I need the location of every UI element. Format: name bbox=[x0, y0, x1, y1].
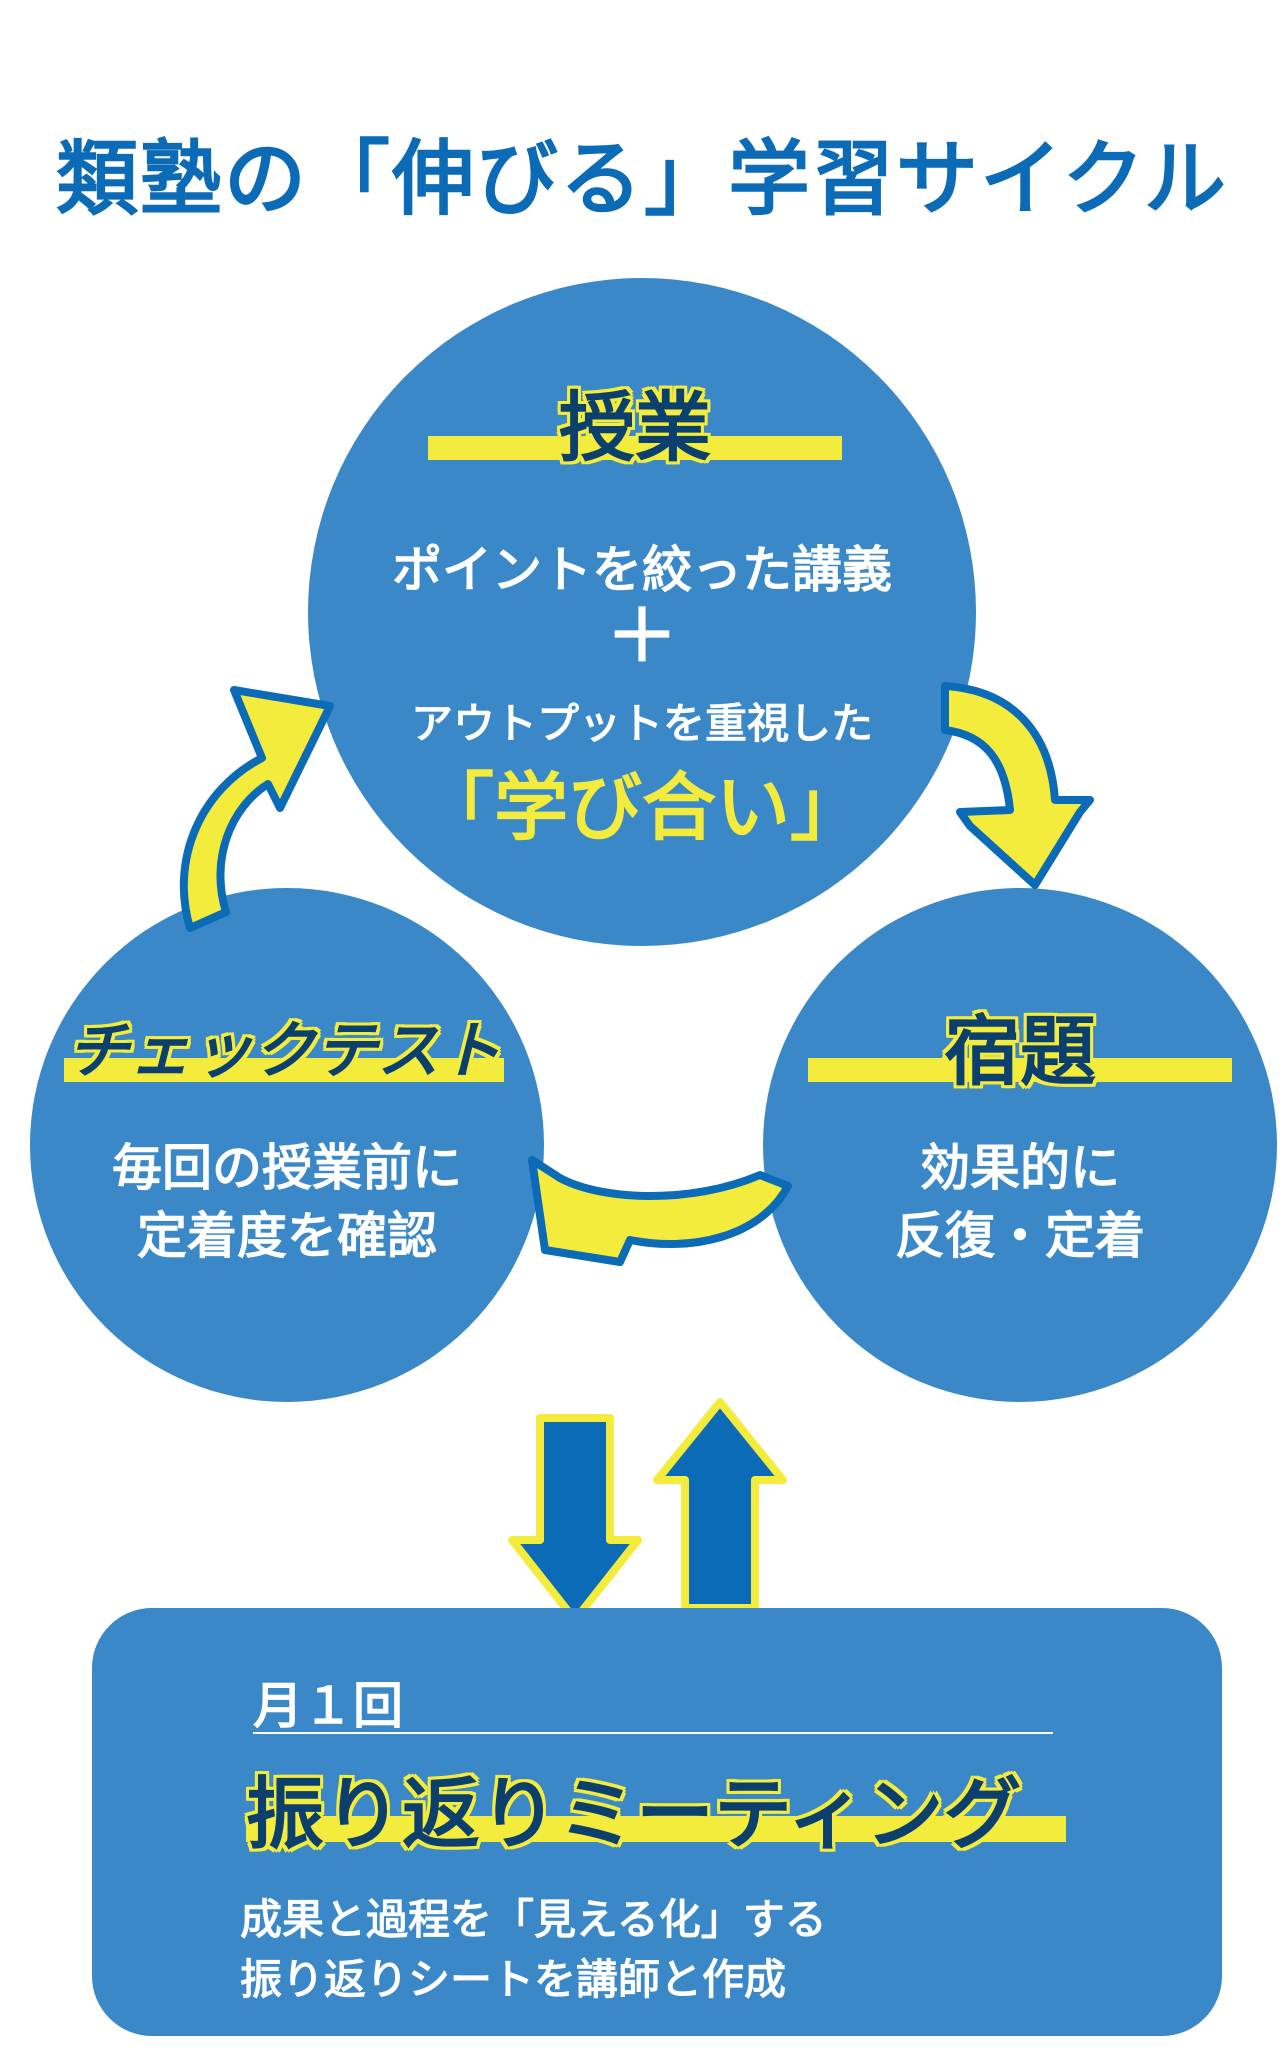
meeting-text-line2: 振り返りシートを講師と作成 bbox=[240, 1955, 787, 2004]
meeting-heading: 振り返りミーティング bbox=[246, 1770, 1022, 1860]
homework-text-line2: 反復・定着 bbox=[895, 1207, 1145, 1265]
arrow-homework-to-check-icon bbox=[528, 1156, 792, 1266]
meeting-frequency: 月１回 bbox=[253, 1677, 403, 1735]
arrow-up-icon bbox=[653, 1398, 787, 1612]
homework-circle bbox=[763, 888, 1277, 1402]
homework-text-line1: 効果的に bbox=[920, 1139, 1120, 1197]
check-test-text-line2: 定着度を確認 bbox=[137, 1207, 437, 1265]
page-title: 類塾の「伸びる」学習サイクル bbox=[56, 132, 1228, 227]
lesson-plus: ＋ bbox=[605, 594, 678, 678]
lesson-highlight: 「学び合い」 bbox=[420, 765, 864, 851]
meeting-divider bbox=[253, 1732, 1053, 1734]
lesson-heading-band bbox=[428, 436, 842, 460]
arrow-down-icon bbox=[508, 1414, 642, 1624]
check-test-text-line1: 毎回の授業前に bbox=[112, 1139, 462, 1197]
lesson-text-line2: アウトプットを重視した bbox=[410, 699, 873, 748]
homework-heading-band bbox=[808, 1058, 1232, 1082]
homework-heading: 宿題 bbox=[944, 1007, 1096, 1096]
meeting-text-line1: 成果と過程を「見える化」する bbox=[240, 1895, 827, 1944]
arrow-lesson-to-homework-icon bbox=[941, 682, 1094, 889]
check-test-circle bbox=[30, 888, 544, 1402]
check-test-heading: チェックテスト bbox=[66, 1014, 501, 1087]
lesson-heading: 授業 bbox=[559, 383, 711, 472]
lesson-text-line1: ポイントを絞った講義 bbox=[392, 541, 892, 599]
check-test-heading-band bbox=[64, 1058, 504, 1082]
meeting-heading-band bbox=[246, 1816, 1066, 1842]
lesson-circle bbox=[308, 278, 976, 946]
arrow-check-to-lesson-icon bbox=[179, 686, 334, 932]
